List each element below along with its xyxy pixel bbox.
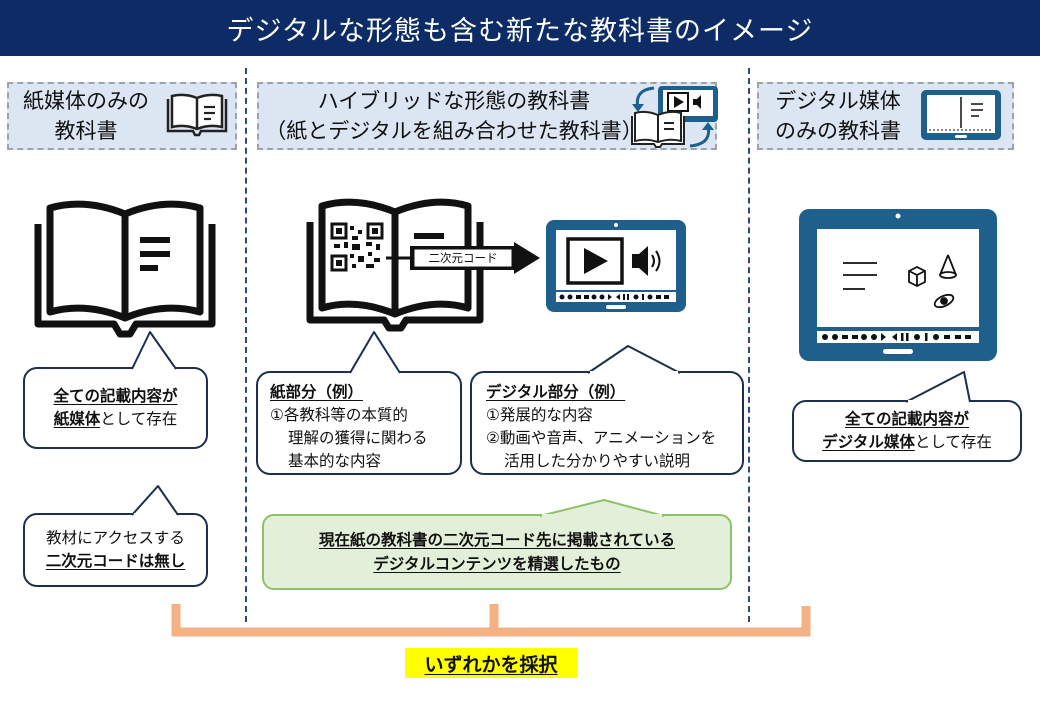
cube-icon [908,265,926,288]
digital-part-item1: ①発展的な内容 [486,406,593,424]
paper-qr-bubble: 教材にアクセスする 二次元コードは無し [23,513,208,587]
qr-arrow [386,242,540,274]
header-paper-line2: 教科書 [54,119,118,143]
qr-arrow-label: 二次元コード [428,251,498,265]
paper-bubble-line1: 全ての記載内容が [53,387,178,405]
digital-bubble-line1: 全ての記載内容が [844,410,969,428]
atom-icon [933,293,955,309]
column-divider-left [245,68,247,622]
selection-bracket [171,604,811,637]
cycle-arrows-icon [631,86,718,148]
header-paper: 紙媒体のみの 教科書 [7,82,237,150]
open-book-icon [34,200,216,338]
digital-bubble-bold: デジタル媒体 [822,433,915,451]
open-book-icon [166,93,228,137]
paper-part-bubble: 紙部分（例） ①各教科等の本質的 理解の獲得に関わる 基本的な内容 [256,371,462,475]
digital-part-item2-line2: 活用した分かりやすい説明 [504,452,691,470]
hybrid-note: 現在紙の教科書の二次元コード先に掲載されている デジタルコンテンツを精選したもの [262,514,732,590]
header-digital-line2: のみの教科書 [775,119,901,143]
header-paper-line1: 紙媒体のみの [23,89,149,113]
header-digital: デジタル媒体 のみの教科書 [757,82,1014,150]
header-hybrid-line2: （紙とデジタルを組み合わせた教科書） [265,119,643,143]
paper-part-item1-line3: 基本的な内容 [288,452,382,470]
digital-part-item2-line1: ②動画や音声、アニメーションを [486,429,717,447]
paper-qr-line1: 教材にアクセスする [46,529,185,547]
paper-qr-line2: 二次元コードは無し [45,552,186,570]
tablet-icon [799,209,997,361]
bottom-label: いずれかを採択 [405,648,577,678]
qr-code-icon [330,222,384,272]
digital-part-bubble: デジタル部分（例） ①発展的な内容 ②動画や音声、アニメーションを 活用した分か… [470,371,744,475]
header-hybrid-line1: ハイブリッドな形態の教科書 [317,89,591,113]
digital-part-title: デジタル部分（例） [486,383,626,401]
hybrid-note-line1: 現在紙の教科書の二次元コード先に掲載されている [318,531,676,549]
paper-part-item1-line2: 理解の獲得に関わる [288,429,428,447]
digital-bubble-rest: として存在 [914,433,992,451]
header-digital-line1: デジタル媒体 [775,89,901,113]
tablet-icon [546,220,686,312]
page-title: デジタルな形態も含む新たな教科書のイメージ [0,0,1040,56]
paper-bubble-bold: 紙媒体 [53,410,101,428]
paper-bubble-rest: として存在 [100,410,178,428]
paper-part-title: 紙部分（例） [270,383,364,401]
tablet-icon [921,90,1001,140]
speaker-icon [632,246,648,276]
cone-icon [939,254,957,279]
paper-part-item1-line1: ①各教科等の本質的 [270,406,408,424]
play-icon [584,248,608,274]
hybrid-note-line2: デジタルコンテンツを精選したもの [373,555,621,573]
paper-bubble: 全ての記載内容が 紙媒体として存在 [23,367,208,449]
digital-bubble: 全ての記載内容が デジタル媒体として存在 [792,400,1022,462]
column-divider-right [748,68,750,622]
